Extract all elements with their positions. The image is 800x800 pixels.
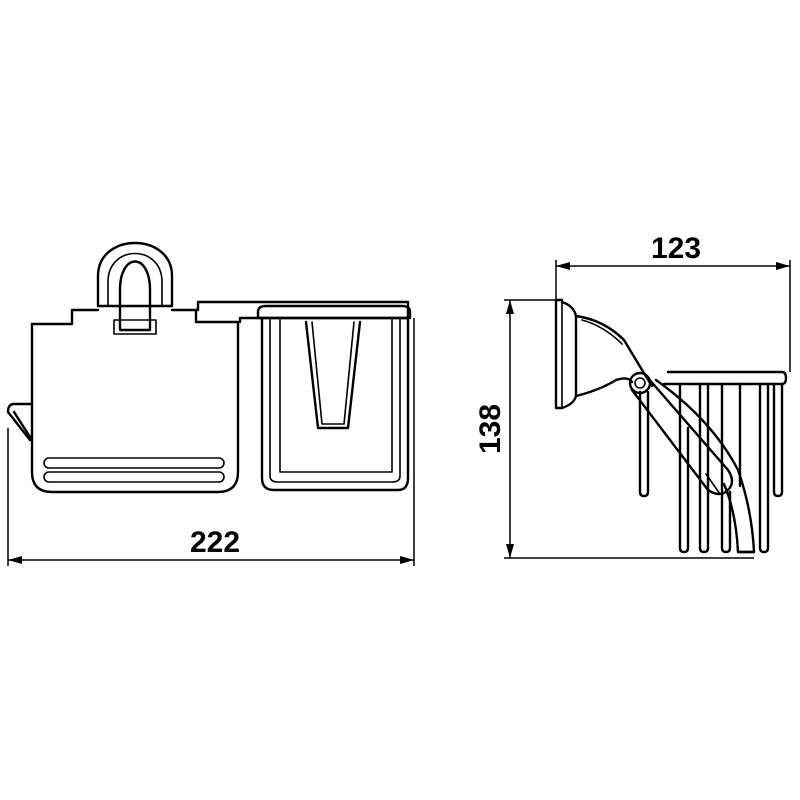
paper-arm: [6, 402, 34, 442]
curved-arm: [574, 314, 654, 388]
front-view: 222: [6, 241, 415, 566]
wall-mount-ring: [96, 241, 174, 335]
dimension-height: [504, 299, 754, 559]
hinged-arm: [630, 376, 734, 496]
dimension-width-label: 222: [190, 526, 240, 559]
wall-plate: [554, 298, 578, 410]
dimension-depth: [555, 260, 791, 372]
basket-wires: [638, 382, 784, 554]
side-view: 123 138: [474, 232, 791, 559]
dimension-depth-label: 123: [651, 232, 701, 265]
wire-basket: [256, 304, 412, 492]
paper-holder-lid: [30, 308, 240, 494]
lid-grooves: [43, 457, 225, 483]
top-bracket: [30, 300, 410, 326]
dimension-width: [7, 318, 415, 566]
basket-top-rail: [662, 370, 788, 386]
dimension-height-label: 138: [474, 404, 507, 454]
